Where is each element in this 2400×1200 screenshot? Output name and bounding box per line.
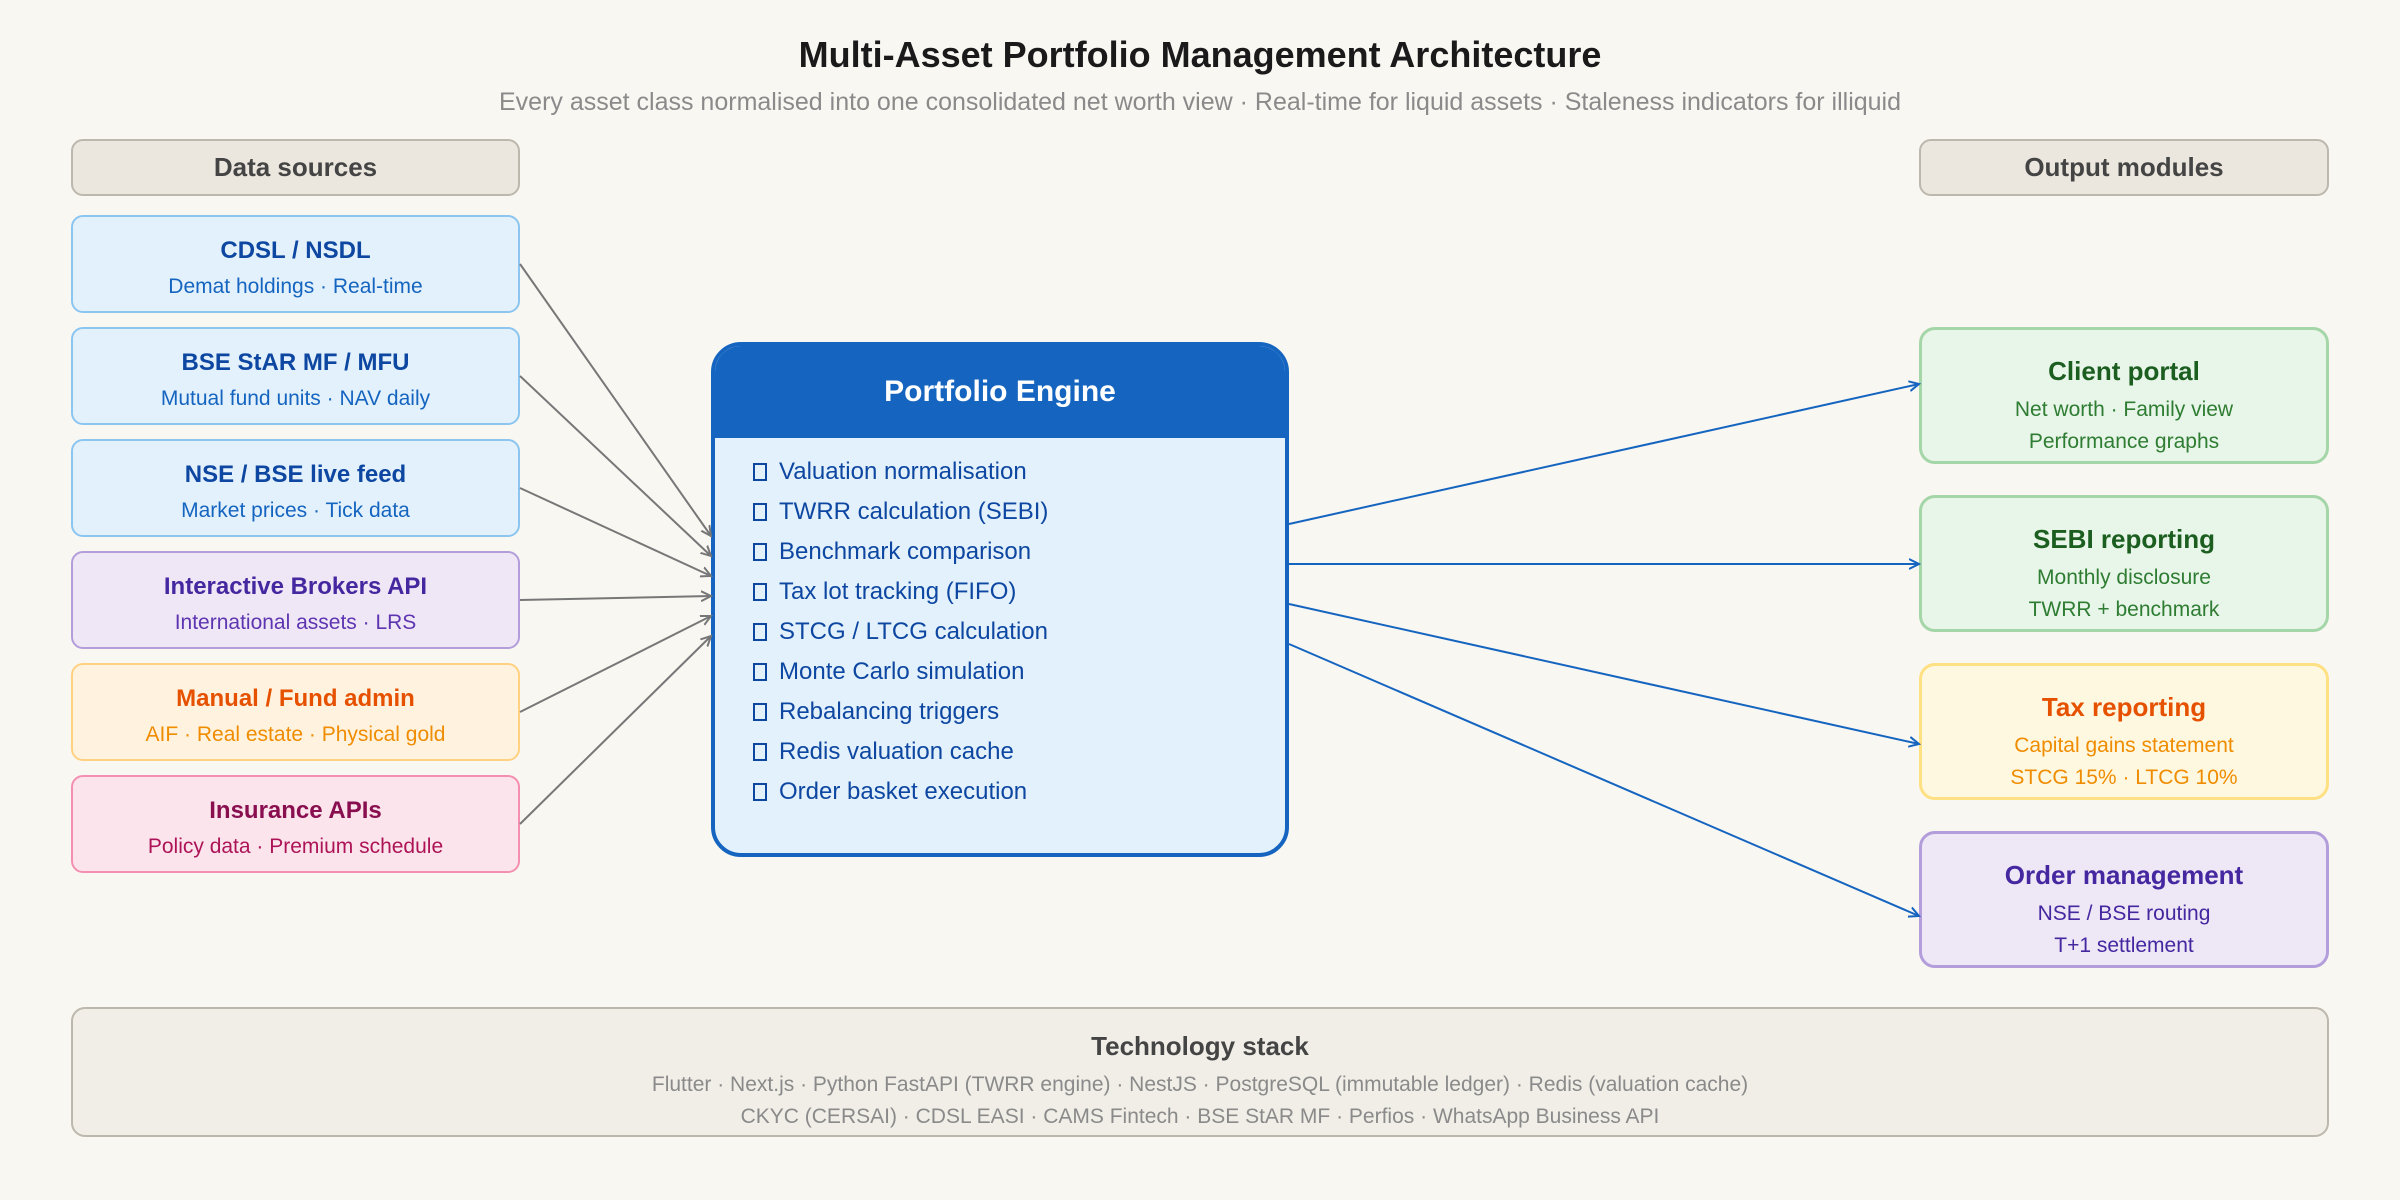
arrow-manual-to-engine	[519, 616, 711, 713]
source-subtitle: Policy data · Premium schedule	[147, 835, 444, 858]
arrow-bse-mf-to-engine	[519, 375, 711, 556]
output-title: Tax reporting	[2041, 692, 2207, 722]
output-sebi-reporting: SEBI reporting Monthly disclosure TWRR +…	[1919, 495, 2329, 632]
source-title: Manual / Fund admin	[176, 685, 415, 712]
source-insurance-apis: Insurance APIs Policy data · Premium sch…	[71, 775, 520, 873]
checkbox-icon	[753, 583, 767, 601]
source-cdsl-nsdl: CDSL / NSDL Demat holdings · Real-time	[71, 215, 520, 313]
sources-header: Data sources	[71, 139, 520, 196]
engine-feature: Rebalancing triggers	[753, 692, 1048, 732]
engine-feature: Redis valuation cache	[753, 732, 1048, 772]
checkbox-icon	[753, 663, 767, 681]
arrow-cdsl-to-engine	[519, 263, 711, 536]
page-title: Multi-Asset Portfolio Management Archite…	[798, 34, 1602, 75]
output-line: NSE / BSE routing	[2037, 902, 2211, 925]
outputs-header: Output modules	[1919, 139, 2329, 196]
source-bse-star-mf: BSE StAR MF / MFU Mutual fund units · NA…	[71, 327, 520, 425]
arrow-engine-to-orders	[1288, 643, 1919, 916]
engine-feature: Order basket execution	[753, 772, 1048, 812]
engine-feature: Benchmark comparison	[753, 532, 1048, 572]
output-title: SEBI reporting	[2032, 524, 2215, 554]
output-line: Monthly disclosure	[2037, 566, 2211, 589]
output-line: T+1 settlement	[2054, 934, 2194, 957]
output-tax-reporting: Tax reporting Capital gains statement ST…	[1919, 663, 2329, 800]
arrow-insurance-to-engine	[519, 636, 711, 825]
source-title: NSE / BSE live feed	[184, 461, 407, 488]
output-line: TWRR + benchmark	[2028, 598, 2220, 621]
source-subtitle: International assets · LRS	[174, 611, 417, 634]
source-nse-bse-feed: NSE / BSE live feed Market prices · Tick…	[71, 439, 520, 537]
engine-feature: Monte Carlo simulation	[753, 652, 1048, 692]
checkbox-icon	[753, 503, 767, 521]
arrow-nse-feed-to-engine	[519, 487, 711, 576]
source-title: Interactive Brokers API	[163, 573, 428, 600]
engine-feature: TWRR calculation (SEBI)	[753, 492, 1048, 532]
source-title: Insurance APIs	[209, 797, 382, 824]
source-subtitle: Demat holdings · Real-time	[168, 275, 423, 298]
output-line: Capital gains statement	[2014, 734, 2234, 757]
output-title: Order management	[2004, 860, 2244, 890]
engine-title: Portfolio Engine	[715, 346, 1285, 438]
source-subtitle: AIF · Real estate · Physical gold	[145, 723, 446, 746]
source-subtitle: Mutual fund units · NAV daily	[160, 387, 431, 410]
arrow-engine-to-tax	[1288, 603, 1919, 744]
source-manual-fund-admin: Manual / Fund admin AIF · Real estate · …	[71, 663, 520, 761]
page-subtitle: Every asset class normalised into one co…	[498, 88, 1902, 116]
tech-stack-line: CKYC (CERSAI) · CDSL EASI · CAMS Fintech…	[740, 1105, 1660, 1128]
checkbox-icon	[753, 783, 767, 801]
portfolio-engine: Portfolio Engine Valuation normalisation…	[711, 342, 1289, 857]
checkbox-icon	[753, 463, 767, 481]
checkbox-icon	[753, 743, 767, 761]
source-title: BSE StAR MF / MFU	[181, 349, 410, 376]
engine-feature-list: Valuation normalisation TWRR calculation…	[753, 452, 1048, 812]
checkbox-icon	[753, 703, 767, 721]
engine-feature: Valuation normalisation	[753, 452, 1048, 492]
output-line: Net worth · Family view	[2014, 398, 2234, 421]
checkbox-icon	[753, 543, 767, 561]
source-interactive-brokers: Interactive Brokers API International as…	[71, 551, 520, 649]
output-title: Client portal	[2048, 356, 2200, 386]
tech-stack-title: Technology stack	[1091, 1031, 1309, 1061]
output-client-portal: Client portal Net worth · Family view Pe…	[1919, 327, 2329, 464]
output-line: STCG 15% · LTCG 10%	[2010, 766, 2238, 789]
engine-feature: STCG / LTCG calculation	[753, 612, 1048, 652]
tech-stack-panel: Technology stack Flutter · Next.js · Pyt…	[71, 1007, 2329, 1137]
output-line: Performance graphs	[2028, 430, 2220, 453]
source-title: CDSL / NSDL	[220, 237, 371, 264]
arrow-engine-to-client-portal	[1288, 384, 1919, 525]
engine-feature: Tax lot tracking (FIFO)	[753, 572, 1048, 612]
checkbox-icon	[753, 623, 767, 641]
output-order-management: Order management NSE / BSE routing T+1 s…	[1919, 831, 2329, 968]
tech-stack-line: Flutter · Next.js · Python FastAPI (TWRR…	[651, 1073, 1749, 1096]
source-subtitle: Market prices · Tick data	[181, 499, 410, 522]
arrow-ibkr-to-engine	[519, 596, 711, 600]
